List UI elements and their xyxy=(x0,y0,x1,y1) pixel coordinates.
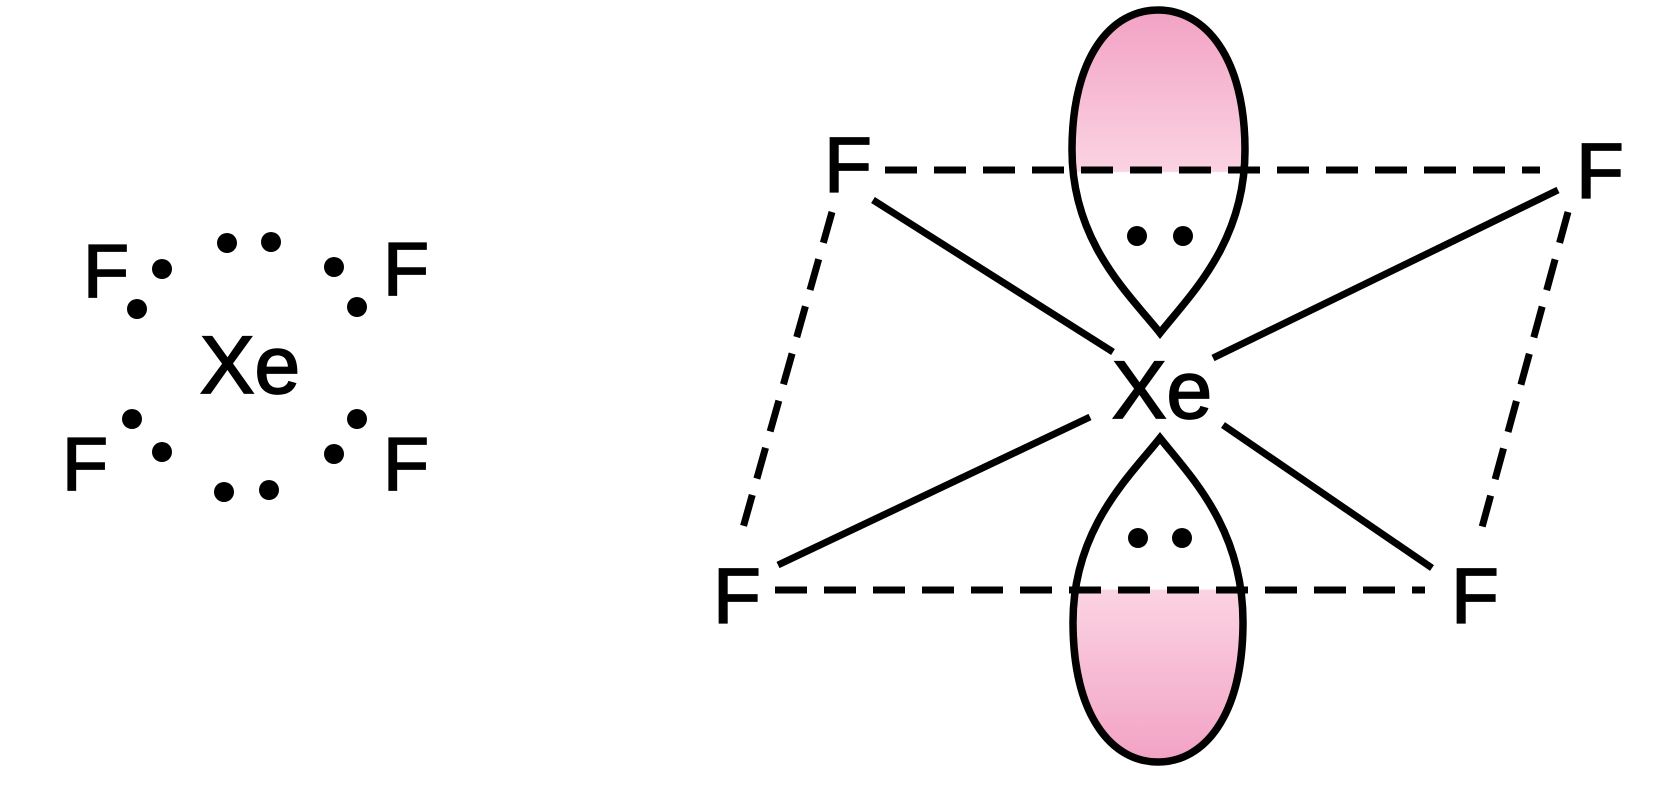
electron-dot xyxy=(324,257,344,277)
electron-dot xyxy=(347,297,367,317)
fluorine-label-top-right: F xyxy=(383,227,429,311)
fluorine-label-top-left: F xyxy=(83,229,129,313)
electron-dot xyxy=(214,482,234,502)
bond-xe-f-top-left xyxy=(871,197,1115,355)
lone-pair-dots-top xyxy=(217,232,281,253)
lone-pair-dots-top-lobe xyxy=(1127,226,1193,246)
bonding-pair-dots-top-right xyxy=(324,257,367,317)
electron-dot xyxy=(1127,226,1147,246)
xenon-label: Xe xyxy=(1112,345,1212,436)
electron-dot xyxy=(152,259,172,279)
fluorine-label-bottom-right: F xyxy=(383,422,429,506)
lewis-structure: F F F F Xe xyxy=(61,226,430,507)
electron-dot xyxy=(1173,226,1193,246)
electron-dot xyxy=(347,409,367,429)
bonding-pair-dots-bottom-right xyxy=(324,409,367,464)
fluorine-label-top-left: F xyxy=(824,121,872,209)
electron-dot xyxy=(127,299,147,319)
fluorine-label-bottom-left: F xyxy=(62,422,108,506)
electron-dot xyxy=(217,233,237,253)
geometry-structure: F F F F Xe xyxy=(712,6,1625,766)
electron-dot xyxy=(1172,528,1192,548)
bonding-pair-dots-bottom-left xyxy=(122,409,172,462)
dashed-edge-right xyxy=(1474,211,1572,543)
lone-pair-lobe-bottom xyxy=(1069,431,1247,766)
xenon-label: Xe xyxy=(200,320,300,411)
electron-dot xyxy=(261,232,281,252)
electron-dot xyxy=(122,409,142,429)
dashed-edge-left xyxy=(735,211,836,543)
electron-dot xyxy=(324,444,344,464)
electron-dot xyxy=(259,480,279,500)
bond-xe-f-top-right xyxy=(1211,186,1560,362)
bonding-pair-dots-top-left xyxy=(127,259,172,319)
electron-dot xyxy=(152,442,172,462)
fluorine-label-bottom-left: F xyxy=(713,552,761,640)
bond-xe-f-bottom-right xyxy=(1221,422,1434,571)
fluorine-label-top-right: F xyxy=(1576,127,1624,215)
bond-xe-f-bottom-left xyxy=(776,413,1092,569)
electron-dot xyxy=(1128,528,1148,548)
fluorine-label-bottom-right: F xyxy=(1451,552,1499,640)
lone-pair-dots-bottom xyxy=(214,480,279,502)
lone-pair-dots-bottom-lobe xyxy=(1128,528,1192,548)
